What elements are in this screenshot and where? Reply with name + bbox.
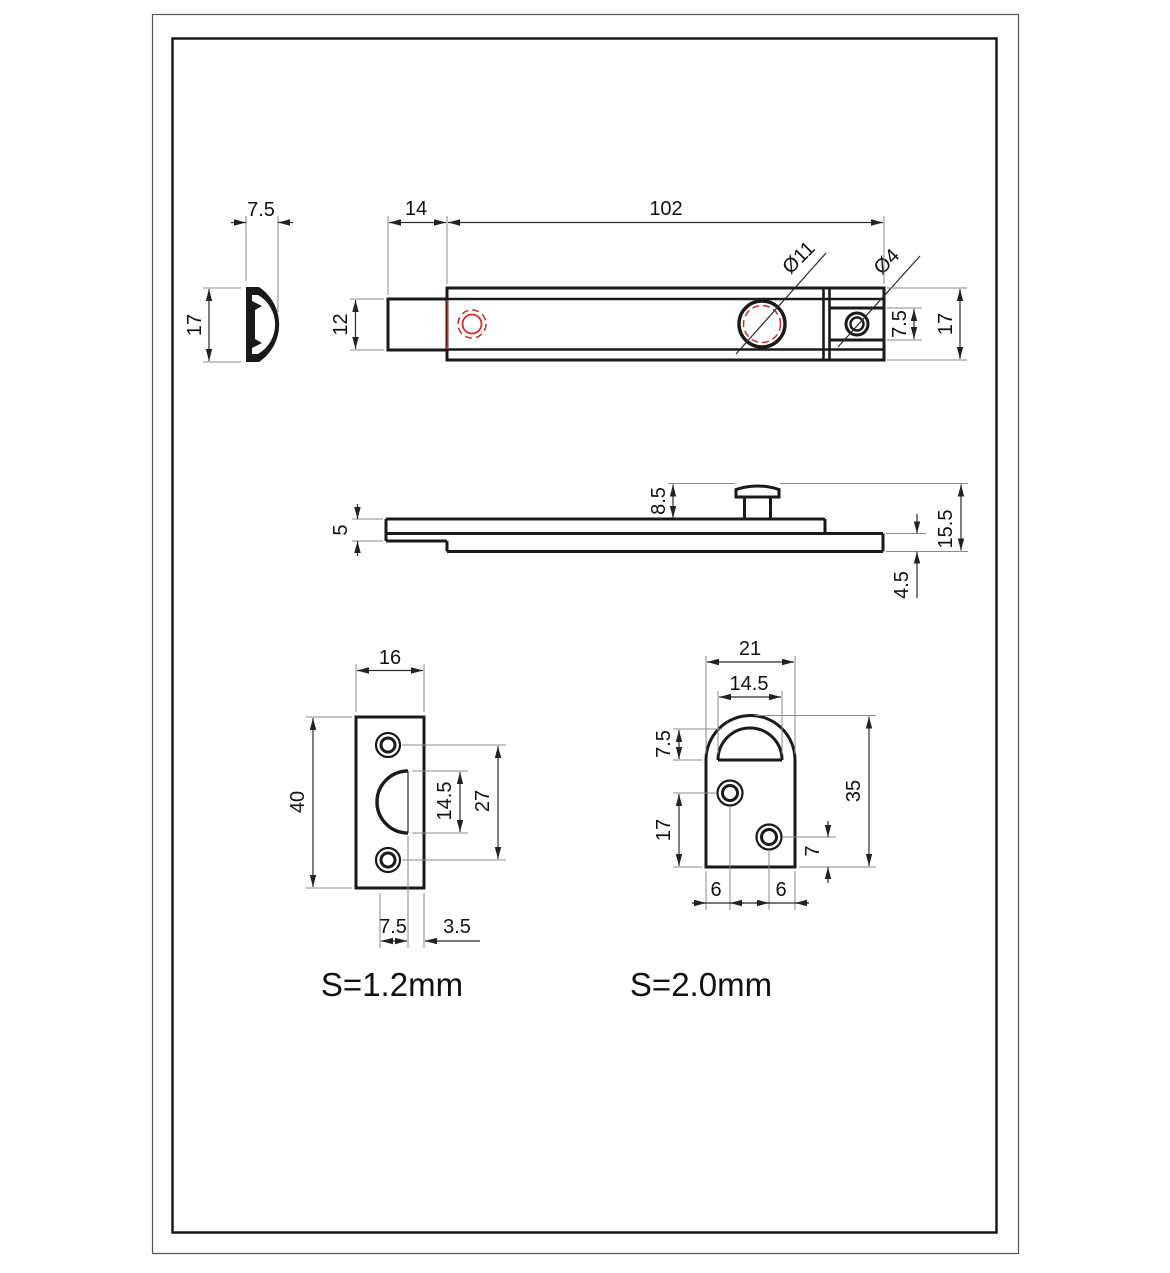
strike-hole-top-outer <box>374 731 402 759</box>
knob-head <box>734 484 781 499</box>
strike-dimension-lines <box>309 667 502 945</box>
top-view-extension-lines <box>350 216 967 361</box>
strike-hole-bottom-outer <box>374 846 402 874</box>
dim-guide-left-hole-offset: 6 <box>710 879 721 901</box>
hidden-detail-red <box>446 300 782 349</box>
guide-plate-thickness-label: S=2.0mm <box>630 966 772 1003</box>
knob-hole <box>737 299 787 349</box>
side-view-extension-lines <box>352 483 968 552</box>
dim-body-width: 17 <box>935 313 957 335</box>
strike-hole-top-inner <box>379 736 397 754</box>
dim-body-length: 102 <box>649 198 682 220</box>
strike-plate-outline <box>354 715 426 890</box>
strike-hole-bottom-inner <box>379 851 397 869</box>
dim-strike-cutout-depth: 7.5 <box>379 916 407 938</box>
guide-hole-lower-inner <box>760 828 778 846</box>
dim-guide-cutout-height: 7.5 <box>653 730 675 758</box>
dim-strike-cutout-height: 14.5 <box>434 782 456 821</box>
section-extension-lines <box>203 216 279 363</box>
countersink-hidden-circle <box>457 309 487 339</box>
guide-hole-upper-outer <box>716 779 744 807</box>
dim-strike-width: 16 <box>379 647 401 669</box>
dim-bolt-protrusion: 14 <box>405 198 427 220</box>
dim-strike-height: 40 <box>287 791 309 813</box>
countersink-hole-circle <box>461 313 483 335</box>
dim-bolt-thickness: 5 <box>330 524 352 535</box>
side-view-outline <box>384 517 885 553</box>
guide-plate-outline <box>704 714 797 869</box>
view-bolt-section: 7.5 17 <box>184 199 293 363</box>
dim-guide-cutout-width: 14.5 <box>730 673 769 695</box>
dim-section-width: 7.5 <box>247 199 275 221</box>
dim-base-thickness: 4.5 <box>891 571 913 599</box>
bolt-bar <box>386 297 447 352</box>
view-strike-plate: 16 40 14.5 27 7.5 3.5 <box>287 647 506 948</box>
knob <box>734 484 781 519</box>
dim-guide-height: 35 <box>843 780 865 802</box>
dim-screw-hole-dia: Ø4 <box>870 245 904 279</box>
side-view-dimension-lines <box>354 484 965 598</box>
dim-knob-height: 8.5 <box>648 487 670 515</box>
outer-border <box>151 13 1020 1255</box>
strike-plate-thickness-label: S=1.2mm <box>321 966 463 1003</box>
screw-head <box>844 311 870 337</box>
guide-hole-upper-inner <box>721 784 739 802</box>
guide-hole-lower-outer <box>755 823 783 851</box>
view-guide-plate: 21 14.5 7.5 17 35 7 6 6 <box>653 638 876 910</box>
dim-knob-hole-dia: Ø11 <box>778 237 819 278</box>
section-dimension-lines <box>205 219 293 361</box>
knob-stem-hidden-circle <box>742 304 782 344</box>
guide-cutout-arc <box>716 726 784 761</box>
inner-border <box>171 37 998 1234</box>
strike-extension-lines <box>306 664 506 948</box>
dim-strike-hole-spacing: 27 <box>472 790 494 812</box>
strike-cutout-arc <box>375 769 409 835</box>
view-bolt-top: Ø11 Ø4 14 102 12 7.5 17 <box>330 198 967 362</box>
dim-guide-width: 21 <box>739 638 761 660</box>
view-bolt-side: 5 8.5 15.5 4.5 <box>330 483 968 599</box>
dim-guide-upper-hole-height: 17 <box>653 819 675 841</box>
section-inner-profile <box>252 295 276 354</box>
dim-guide-lower-hole-height: 7 <box>802 845 824 856</box>
screw-hole <box>849 316 865 332</box>
dim-total-height: 15.5 <box>935 510 957 549</box>
guide-extension-lines <box>673 656 876 910</box>
dim-guide-right-hole-offset: 6 <box>775 879 786 901</box>
top-view-dimension-lines <box>352 219 964 359</box>
dim-strike-edge-offset: 3.5 <box>443 916 471 938</box>
dim-screw-band-width: 7.5 <box>889 310 911 338</box>
guide-dimension-lines <box>675 658 873 907</box>
dim-section-height: 17 <box>184 314 206 336</box>
knob-hole-leader <box>735 252 827 355</box>
drawing-frame <box>151 13 1020 1255</box>
dim-bolt-width: 12 <box>330 313 352 335</box>
screw-hole-leader <box>837 255 921 348</box>
